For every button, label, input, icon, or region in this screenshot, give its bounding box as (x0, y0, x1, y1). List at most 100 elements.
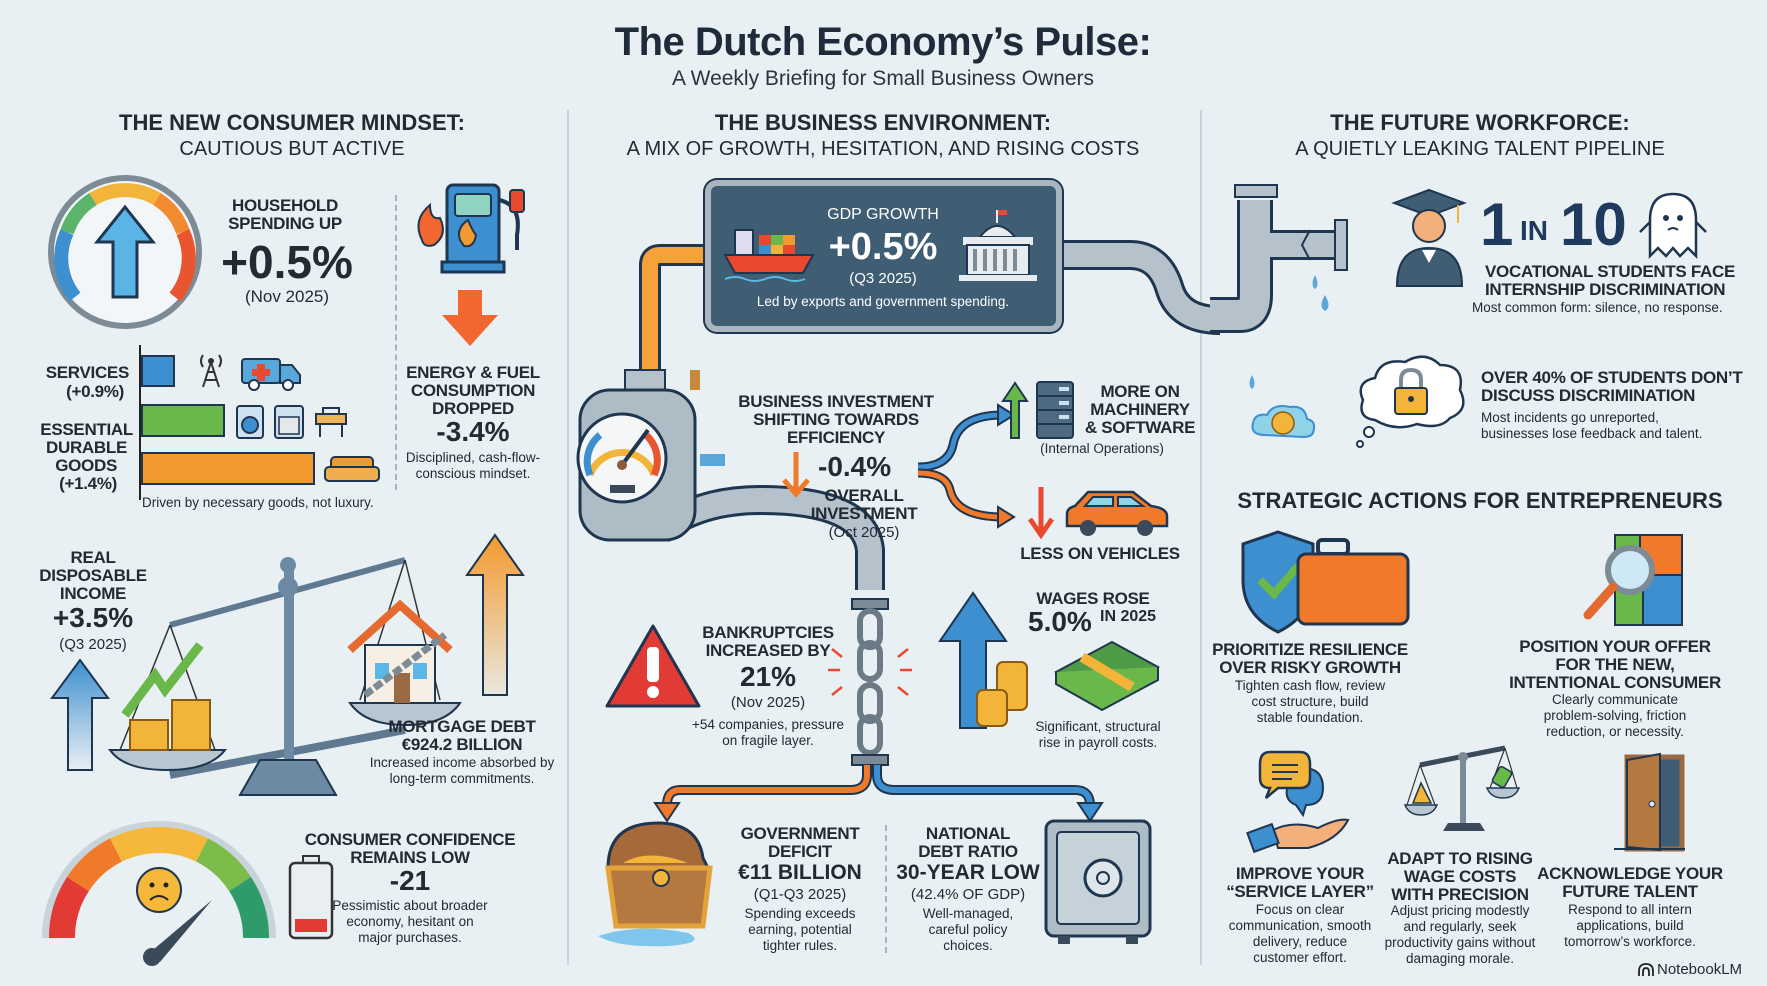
silence-desc-1: Most incidents go unreported, (1481, 410, 1659, 425)
income-label-3: INCOME (59, 584, 127, 603)
machinery-label-2: MACHINERY (1090, 400, 1190, 419)
warning-triangle-icon (605, 624, 701, 708)
graduate-icon (1391, 188, 1467, 287)
red-down-arrow-icon (1027, 487, 1055, 540)
confidence-desc-1: Pessimistic about broader (332, 898, 488, 913)
household-label-1: HOUSEHOLD (232, 196, 338, 215)
debt-desc-1: Well-managed, (922, 906, 1014, 921)
durable-label-2: DURABLE (45, 438, 127, 457)
wages-desc-2: rise in payroll costs. (1038, 735, 1158, 750)
government-building-icon (959, 210, 1037, 281)
debt-label-1: NATIONAL (925, 824, 1011, 843)
dashed-divider (885, 825, 887, 953)
deficit-value: €11 BILLION (738, 861, 862, 884)
gdp-value: +0.5% (828, 226, 938, 268)
leaking-pipe-icon (1210, 184, 1348, 333)
notebooklm-logo-icon (1638, 963, 1654, 976)
machinery-note: (Internal Operations) (1040, 441, 1164, 456)
hand-speech-bubble-icon (1246, 750, 1350, 854)
magnifier-puzzle-icon (1583, 534, 1683, 626)
open-door-icon (1614, 752, 1685, 852)
mortgage-desc-2: long-term commitments. (389, 771, 535, 786)
wages-label: WAGES ROSE (1036, 589, 1150, 608)
energy-label-1: ENERGY & FUEL (406, 363, 540, 382)
income-label-1: REAL (70, 548, 116, 567)
action-2-desc-3: reduction, or necessity. (1546, 724, 1684, 739)
wage-scale-icon (1403, 745, 1521, 831)
wages-desc-1: Significant, structural (1035, 719, 1161, 734)
section-subheading-workforce: A QUIETLY LEAKING TALENT PIPELINE (1295, 138, 1665, 160)
investment-label-2: SHIFTING TOWARDS (753, 410, 919, 429)
car-icon (1065, 490, 1169, 536)
vehicles-label: LESS ON VEHICLES (1020, 544, 1180, 563)
action-4-title-3: WITH PRECISION (1391, 885, 1529, 904)
mortgage-value: €924.2 BILLION (401, 735, 523, 754)
server-icon (1036, 381, 1074, 439)
split-arrows-icon (653, 765, 1104, 823)
spending-gauge-icon (48, 175, 202, 329)
debt-desc-3: choices. (943, 938, 993, 953)
investment-sub-2: INVESTMENT (810, 504, 918, 523)
silence-desc-2: businesses lose feedback and talent. (1481, 426, 1703, 441)
energy-value: -3.4% (436, 416, 510, 447)
action-1-desc-1: Tighten cash flow, review (1234, 678, 1386, 693)
action-2-title-3: INTENTIONAL CONSUMER (1509, 673, 1721, 692)
machinery-label-1: MORE ON (1100, 382, 1180, 401)
column-divider (567, 110, 569, 965)
action-1-title-1: PRIORITIZE RESILIENCE (1212, 640, 1408, 659)
durable-value: (+1.4%) (59, 474, 117, 493)
page-subtitle: A Weekly Briefing for Small Business Own… (671, 67, 1095, 90)
action-4-title-1: ADAPT TO RISING (1387, 849, 1533, 868)
up-arrow-icon (50, 658, 110, 771)
balance-scale-icon (108, 557, 462, 796)
bar-durable-goods (141, 452, 315, 485)
action-5-desc-1: Respond to all intern (1568, 902, 1692, 917)
dashed-divider (395, 195, 397, 490)
bar-axis (139, 345, 141, 500)
investment-valve-icon (576, 369, 700, 542)
action-2-desc-1: Clearly communicate (1551, 692, 1679, 707)
energy-desc-2: conscious mindset. (415, 466, 531, 481)
mortgage-desc-1: Increased income absorbed by (369, 755, 555, 770)
safe-icon (1044, 819, 1152, 944)
investment-label-3: EFFICIENCY (786, 428, 886, 447)
bankruptcies-period: (Nov 2025) (730, 694, 806, 711)
broken-chain-icon (828, 598, 912, 766)
stat-number-1: 1 (1480, 191, 1514, 258)
action-2-title-1: POSITION YOUR OFFER (1519, 637, 1711, 656)
ghost-icon (1639, 192, 1707, 260)
column-divider (1200, 110, 1202, 965)
branch-arrows-icon (917, 403, 1016, 529)
confidence-desc-2: economy, hesitant on (346, 914, 474, 929)
notebooklm-brand: NotebookLM (1657, 961, 1743, 978)
deficit-desc-1: Spending exceeds (744, 906, 856, 921)
bankruptcies-desc-1: +54 companies, pressure (692, 717, 844, 732)
action-1-title-2: OVER RISKY GROWTH (1219, 658, 1401, 677)
income-value: +3.5% (52, 602, 134, 633)
sofa-icon (324, 456, 380, 482)
bankruptcies-desc-2: on fragile layer. (722, 733, 814, 748)
income-label-2: DISPOSABLE (39, 566, 147, 585)
action-5-desc-2: applications, build (1576, 918, 1684, 933)
actions-heading: STRATEGIC ACTIONS FOR ENTREPRENEURS (1237, 488, 1723, 513)
washing-machine-icon (236, 405, 264, 439)
energy-desc-1: Disciplined, cash-flow- (405, 450, 541, 465)
action-2-title-2: FOR THE NEW, (1555, 655, 1675, 674)
bar-services (141, 355, 175, 387)
household-period: (Nov 2025) (244, 287, 330, 306)
orange-up-arrow-icon (465, 533, 525, 696)
durable-label-1: ESSENTIAL (40, 420, 133, 439)
bankruptcies-label-2: INCREASED BY (705, 641, 831, 660)
action-5-title-2: FUTURE TALENT (1562, 882, 1698, 901)
section-subheading-consumer: CAUTIOUS BUT ACTIVE (179, 138, 405, 160)
silence-label-1: OVER 40% OF STUDENTS DON’T (1481, 368, 1743, 387)
mortgage-label: MORTGAGE DEBT (388, 717, 536, 736)
bankruptcies-value: 21% (739, 661, 797, 692)
cell-tower-icon (200, 354, 222, 388)
action-4-desc-1: Adjust pricing modestly (1390, 903, 1530, 918)
section-heading-business: THE BUSINESS ENVIRONMENT: (714, 110, 1052, 135)
gdp-desc: Led by exports and government spending. (756, 294, 1010, 309)
cargo-ship-icon (723, 229, 815, 282)
investment-value: -0.4% (818, 451, 892, 482)
services-value: (+0.9%) (66, 382, 124, 401)
